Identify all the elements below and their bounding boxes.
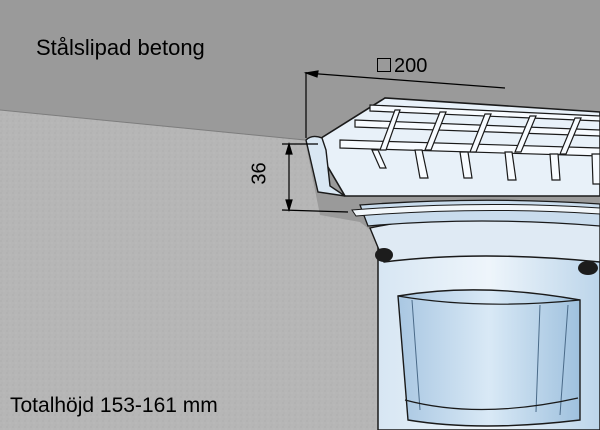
drain-inner-wall [411, 299, 569, 416]
flange-ring [351, 203, 600, 217]
total-height-label: Totalhöjd 153-161 mm [10, 394, 218, 417]
grate-frame-lip [305, 135, 346, 197]
seal-ring-left [375, 248, 393, 262]
height-dimension [281, 141, 349, 213]
concrete-slab [0, 110, 378, 430]
width-dimension [303, 70, 506, 138]
concrete-edge [0, 109, 306, 141]
seal-ring-right [578, 261, 598, 275]
surface-label: Stålslipad betong [36, 35, 205, 60]
height-dimension-label: 36 [248, 162, 271, 185]
drain-bottom [404, 397, 579, 411]
drain-inner-cup [397, 289, 581, 427]
drain-inner-rim [397, 295, 581, 305]
width-value: 200 [394, 55, 428, 77]
grate-bars [339, 104, 600, 185]
width-dimension-label: 200 [377, 55, 427, 78]
square-symbol-icon [377, 58, 391, 72]
